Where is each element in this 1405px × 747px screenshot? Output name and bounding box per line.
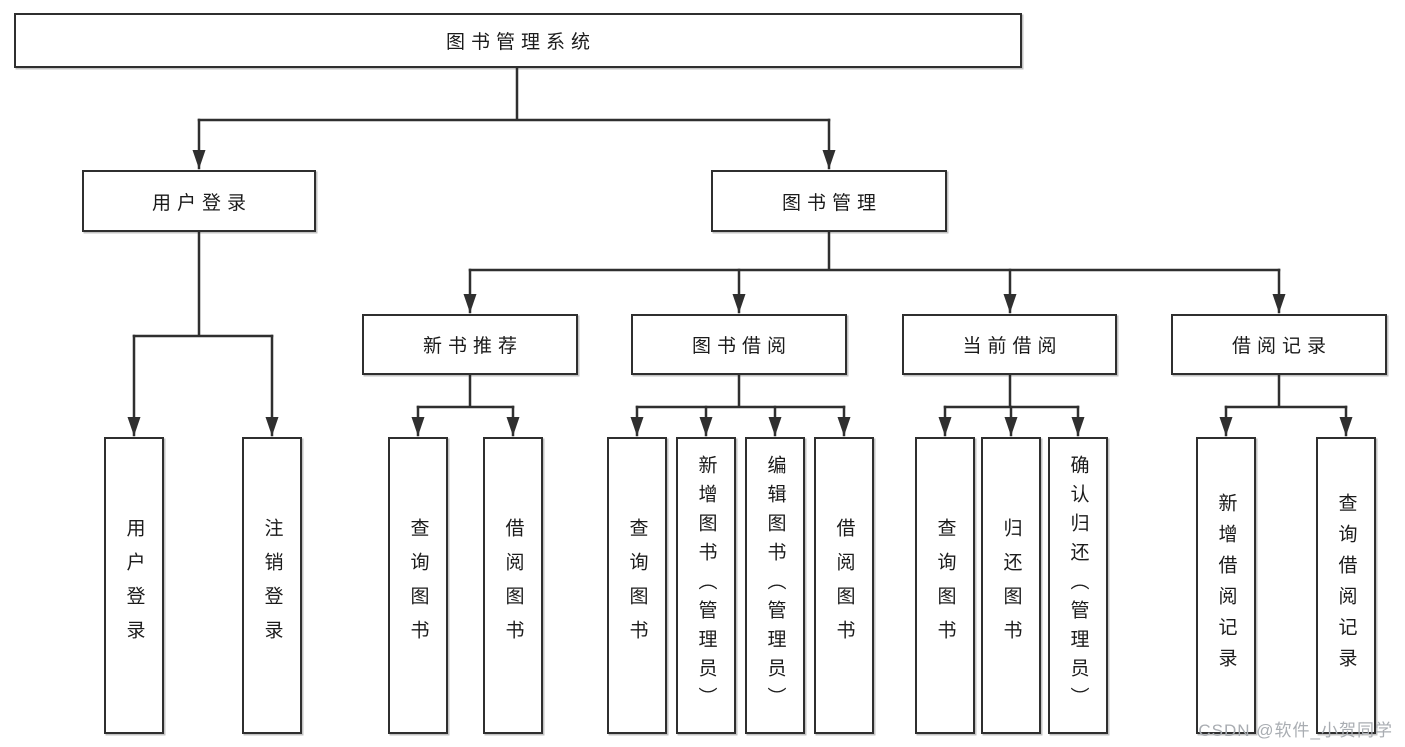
connector-new-book-rec-stem <box>416 373 515 409</box>
node-leaf-bb-add-book: 新增图书（管理员） <box>676 437 736 734</box>
leaf-label: 借阅图书 <box>502 517 524 654</box>
connector-root-stem <box>197 66 831 122</box>
node-leaf-br-query-record: 查询借阅记录 <box>1316 437 1376 734</box>
node-leaf-br-add-record: 新增借阅记录 <box>1196 437 1256 734</box>
node-book-borrow: 图书借阅 <box>631 314 847 375</box>
leaf-label: 查询图书 <box>934 517 956 654</box>
node-leaf-user-login: 用户登录 <box>104 437 164 734</box>
node-user-login: 用户登录 <box>82 170 316 232</box>
node-leaf-rec-borrow-book: 借阅图书 <box>483 437 543 734</box>
leaf-label: 借阅图书 <box>833 517 855 654</box>
node-current-borrow: 当前借阅 <box>902 314 1117 375</box>
leaf-label: 用户登录 <box>123 517 145 654</box>
csdn-watermark: CSDN @软件_小贺同学 <box>1198 721 1393 740</box>
leaf-label: 查询图书 <box>626 517 648 654</box>
node-leaf-cb-confirm-return: 确认归还（管理员） <box>1048 437 1108 734</box>
node-new-book-rec: 新书推荐 <box>362 314 578 375</box>
connector-user-login-stem <box>132 230 274 338</box>
node-book-mgmt: 图书管理 <box>711 170 947 232</box>
leaf-label: 确认归还（管理员） <box>1067 455 1089 716</box>
leaf-label: 新增图书（管理员） <box>695 455 717 716</box>
connector-book-borrow-stem <box>635 373 846 409</box>
node-leaf-cb-return-book: 归还图书 <box>981 437 1041 734</box>
node-borrow-record: 借阅记录 <box>1171 314 1387 375</box>
leaf-label: 查询图书 <box>407 517 429 654</box>
node-leaf-rec-query-book: 查询图书 <box>388 437 448 734</box>
connector-current-borrow-stem <box>943 373 1080 409</box>
node-leaf-bb-edit-book: 编辑图书（管理员） <box>745 437 805 734</box>
node-leaf-bb-borrow-book: 借阅图书 <box>814 437 874 734</box>
node-leaf-logout: 注销登录 <box>242 437 302 734</box>
leaf-label: 注销登录 <box>261 517 283 654</box>
node-leaf-cb-query-book: 查询图书 <box>915 437 975 734</box>
leaf-label: 归还图书 <box>1000 517 1022 654</box>
connector-borrow-record-stem <box>1224 373 1348 409</box>
node-leaf-bb-query-book: 查询图书 <box>607 437 667 734</box>
leaf-label: 编辑图书（管理员） <box>764 455 786 716</box>
leaf-label: 查询借阅记录 <box>1335 492 1357 679</box>
connector-book-mgmt-stem <box>468 230 1281 272</box>
leaf-label: 新增借阅记录 <box>1215 492 1237 679</box>
node-root: 图书管理系统 <box>14 13 1022 68</box>
